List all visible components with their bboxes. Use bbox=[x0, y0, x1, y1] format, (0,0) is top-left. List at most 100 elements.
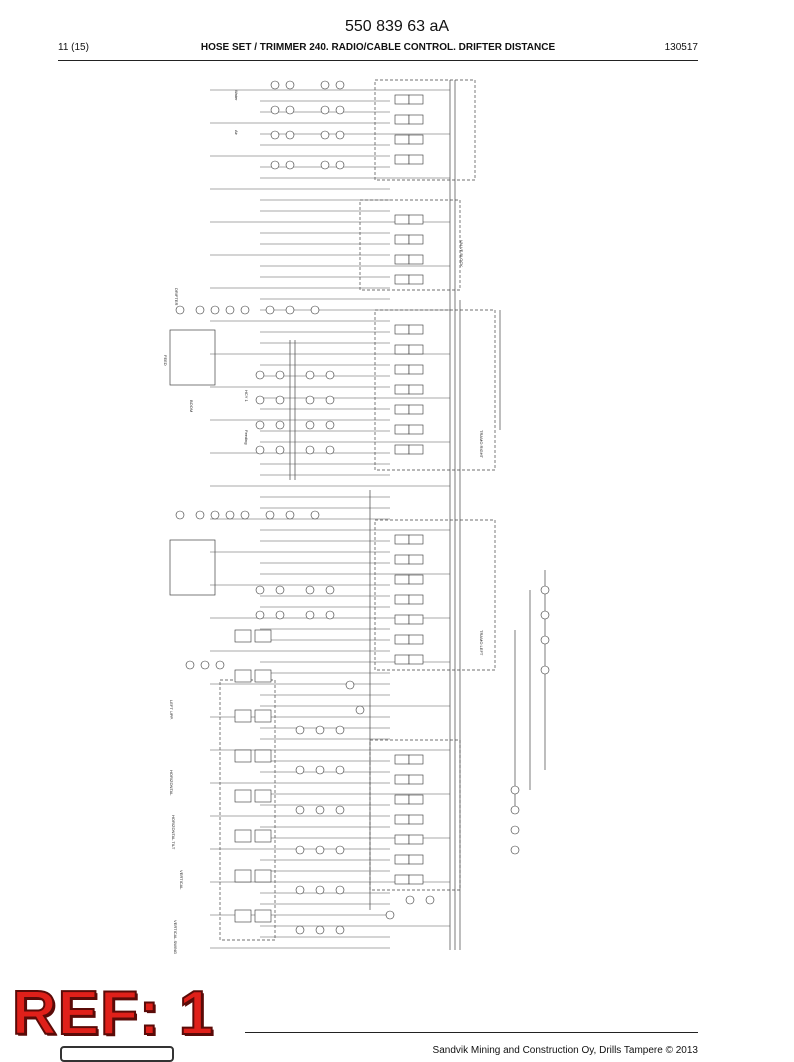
valve-symbol bbox=[408, 364, 424, 375]
valve-symbol bbox=[394, 154, 410, 165]
reference-circle bbox=[335, 885, 345, 895]
reference-circle bbox=[225, 305, 235, 315]
valve-symbol bbox=[394, 404, 410, 415]
valve-symbol bbox=[408, 424, 424, 435]
reference-circle bbox=[325, 420, 335, 430]
valve-symbol bbox=[234, 749, 252, 763]
reference-circle bbox=[215, 660, 225, 670]
valve-symbol bbox=[408, 574, 424, 585]
doc-number: 550 839 63 aA bbox=[344, 18, 450, 35]
label-valve-block: VALVE BLOCK bbox=[459, 240, 464, 267]
reference-circle bbox=[320, 80, 330, 90]
reference-circle bbox=[335, 925, 345, 935]
reference-circle bbox=[175, 305, 185, 315]
reference-circle bbox=[335, 765, 345, 775]
reference-circle bbox=[540, 635, 550, 645]
reference-circle bbox=[305, 610, 315, 620]
valve-symbol bbox=[254, 909, 272, 923]
reference-circle bbox=[345, 680, 355, 690]
reference-circle bbox=[305, 420, 315, 430]
valve-symbol bbox=[234, 709, 252, 723]
valve-symbol bbox=[408, 384, 424, 395]
valve-symbol bbox=[234, 789, 252, 803]
reference-circle bbox=[265, 305, 275, 315]
valve-symbol bbox=[394, 834, 410, 845]
reference-circle bbox=[255, 395, 265, 405]
valve-symbol bbox=[394, 534, 410, 545]
reference-circle bbox=[540, 610, 550, 620]
valve-symbol bbox=[394, 274, 410, 285]
valve-symbol bbox=[394, 384, 410, 395]
valve-symbol bbox=[408, 254, 424, 265]
reference-circle bbox=[275, 585, 285, 595]
reference-circle bbox=[295, 885, 305, 895]
reference-circle bbox=[325, 610, 335, 620]
valve-symbol bbox=[408, 754, 424, 765]
reference-circle bbox=[315, 885, 325, 895]
valve-symbol bbox=[408, 404, 424, 415]
reference-circle bbox=[210, 510, 220, 520]
valve-symbol bbox=[394, 324, 410, 335]
reference-circle bbox=[315, 765, 325, 775]
valve-symbol bbox=[234, 869, 252, 883]
reference-circle bbox=[285, 105, 295, 115]
valve-symbol bbox=[408, 274, 424, 285]
valve-symbol bbox=[408, 794, 424, 805]
reference-circle bbox=[270, 130, 280, 140]
reference-circle bbox=[240, 510, 250, 520]
valve-symbol bbox=[408, 834, 424, 845]
label-boom: BOOM bbox=[189, 400, 194, 412]
valve-symbol bbox=[394, 794, 410, 805]
valve-symbol bbox=[408, 614, 424, 625]
valve-symbol bbox=[394, 614, 410, 625]
valve-symbol bbox=[394, 554, 410, 565]
reference-circle bbox=[510, 785, 520, 795]
reference-circle bbox=[255, 420, 265, 430]
doc-date: 130517 bbox=[664, 42, 698, 53]
reference-circle bbox=[335, 105, 345, 115]
valve-symbol bbox=[254, 749, 272, 763]
page-header: 11 (15) HOSE SET / TRIMMER 240. RADIO/CA… bbox=[58, 42, 698, 60]
header-divider bbox=[58, 60, 698, 61]
reference-circle bbox=[355, 705, 365, 715]
label-vertical: VERTICAL bbox=[179, 870, 184, 890]
label-tramo-right: TRAMO RIGHT bbox=[479, 430, 484, 459]
footer-divider bbox=[245, 1032, 698, 1033]
reference-circle bbox=[195, 510, 205, 520]
reference-circle bbox=[275, 420, 285, 430]
footer-copyright: Sandvik Mining and Construction Oy, Dril… bbox=[432, 1045, 698, 1056]
ref-stamp: REF: 1 bbox=[11, 978, 215, 1049]
reference-circle bbox=[255, 445, 265, 455]
valve-symbol bbox=[394, 114, 410, 125]
hydraulic-schematic: TRAMO RIGHT TRAMO LEFT BOOM LEFT UPP. VE… bbox=[163, 79, 550, 954]
reference-circle bbox=[315, 845, 325, 855]
reference-circle bbox=[225, 510, 235, 520]
label-horizontal: HORIZONTAL bbox=[169, 770, 174, 796]
valve-symbol bbox=[394, 774, 410, 785]
label-hcy-1: HCY 1 bbox=[244, 390, 249, 402]
reference-circle bbox=[335, 845, 345, 855]
reference-circle bbox=[255, 610, 265, 620]
reference-circle bbox=[315, 725, 325, 735]
reference-circle bbox=[200, 660, 210, 670]
valve-symbol bbox=[254, 629, 272, 643]
label-drifter: DRIFTER bbox=[174, 288, 179, 305]
reference-circle bbox=[270, 105, 280, 115]
reference-circle bbox=[275, 370, 285, 380]
reference-circle bbox=[320, 105, 330, 115]
valve-symbol bbox=[408, 114, 424, 125]
valve-symbol bbox=[408, 814, 424, 825]
valve-symbol bbox=[408, 654, 424, 665]
valve-symbol bbox=[394, 854, 410, 865]
reference-circle bbox=[320, 130, 330, 140]
valve-symbol bbox=[394, 634, 410, 645]
reference-circle bbox=[305, 445, 315, 455]
valve-symbol bbox=[394, 234, 410, 245]
valve-symbol bbox=[408, 594, 424, 605]
reference-circle bbox=[310, 305, 320, 315]
reference-circle bbox=[320, 160, 330, 170]
valve-symbol bbox=[394, 874, 410, 885]
reference-circle bbox=[185, 660, 195, 670]
valve-symbol bbox=[394, 754, 410, 765]
label-horizontal-tilt: HORIZONTAL TILT bbox=[171, 815, 176, 850]
